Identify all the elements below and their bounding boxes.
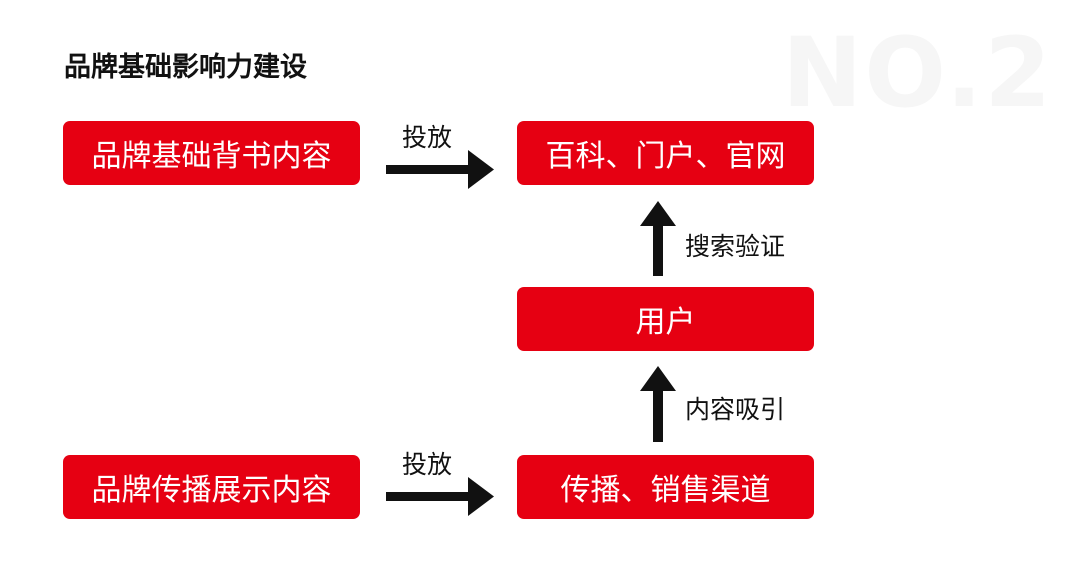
edge-label-search-verification: 搜索验证 [685, 232, 786, 261]
node-distribution-sales-channels: 传播、销售渠道 [517, 455, 814, 519]
arrow-up-upper [640, 201, 676, 276]
edge-label-deploy-bottom: 投放 [402, 450, 453, 479]
node-brand-endorsement-content: 品牌基础背书内容 [63, 121, 360, 185]
arrow-right-bottom [386, 477, 494, 516]
arrow-up-lower [640, 366, 676, 442]
node-brand-showcase-content: 品牌传播展示内容 [63, 455, 360, 519]
edge-label-content-attraction: 内容吸引 [685, 395, 786, 424]
page-title: 品牌基础影响力建设 [64, 52, 307, 83]
watermark-number: NO.2 [782, 17, 1054, 129]
node-encyclopedia-portals-website: 百科、门户、官网 [517, 121, 814, 185]
edge-label-deploy-top: 投放 [402, 123, 453, 152]
node-user: 用户 [517, 287, 814, 351]
arrow-right-top [386, 150, 494, 189]
